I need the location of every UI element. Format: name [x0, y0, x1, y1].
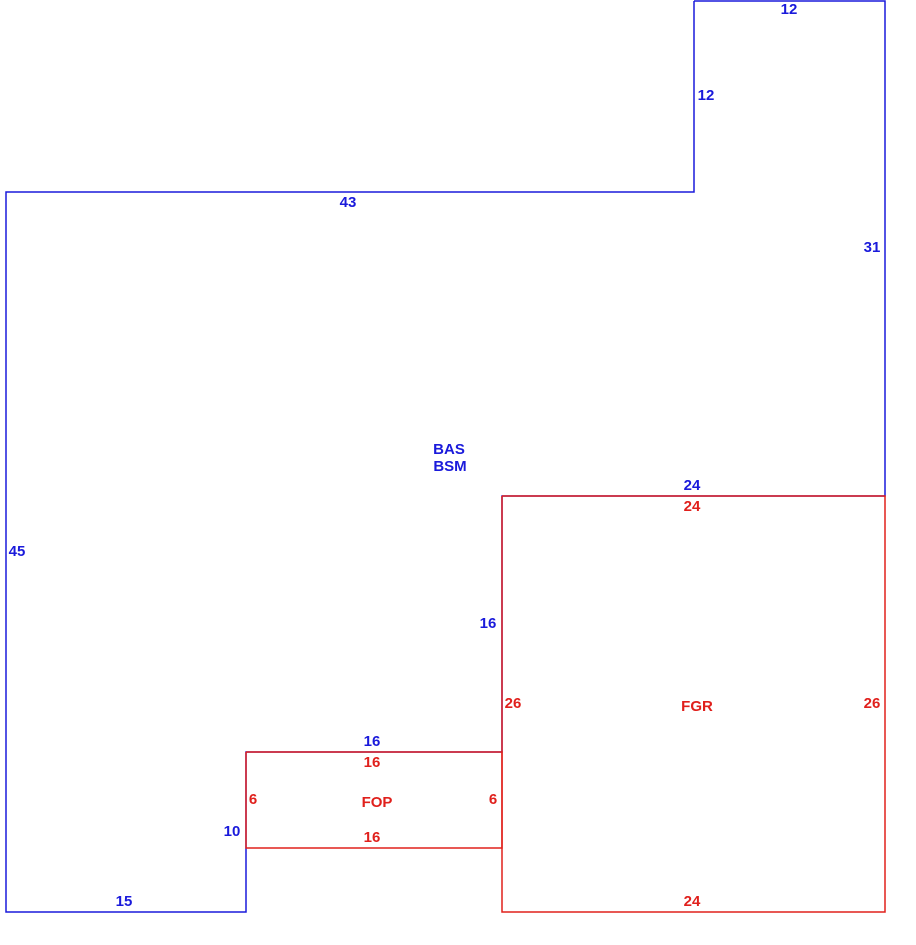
area-code-bsm: BSM — [433, 458, 466, 475]
dim-porch-right: 6 — [489, 791, 497, 808]
area-code-fgr: FGR — [681, 698, 713, 715]
dim-main-garage-top: 24 — [684, 477, 701, 494]
dim-main-top-left: 43 — [340, 194, 357, 211]
dim-porch-top: 16 — [364, 754, 381, 771]
dim-garage-top: 24 — [684, 498, 701, 515]
dim-main-right: 31 — [864, 239, 881, 256]
area-code-fop: FOP — [362, 794, 393, 811]
dim-garage-left: 26 — [505, 695, 522, 712]
dim-main-porch-top: 16 — [364, 733, 381, 750]
dim-main-step-vertical: 12 — [698, 87, 715, 104]
dim-main-porch-left: 10 — [224, 823, 241, 840]
dim-garage-bottom: 24 — [684, 893, 701, 910]
dim-main-bottom: 15 — [116, 893, 133, 910]
dim-garage-right: 26 — [864, 695, 881, 712]
porch-outline — [245, 751, 503, 849]
dim-porch-bottom: 16 — [364, 829, 381, 846]
dim-main-garage-left: 16 — [480, 615, 497, 632]
dim-main-top-right: 12 — [781, 1, 798, 18]
dim-main-left: 45 — [9, 543, 26, 560]
dim-porch-left: 6 — [249, 791, 257, 808]
area-code-bas: BAS — [433, 441, 465, 458]
